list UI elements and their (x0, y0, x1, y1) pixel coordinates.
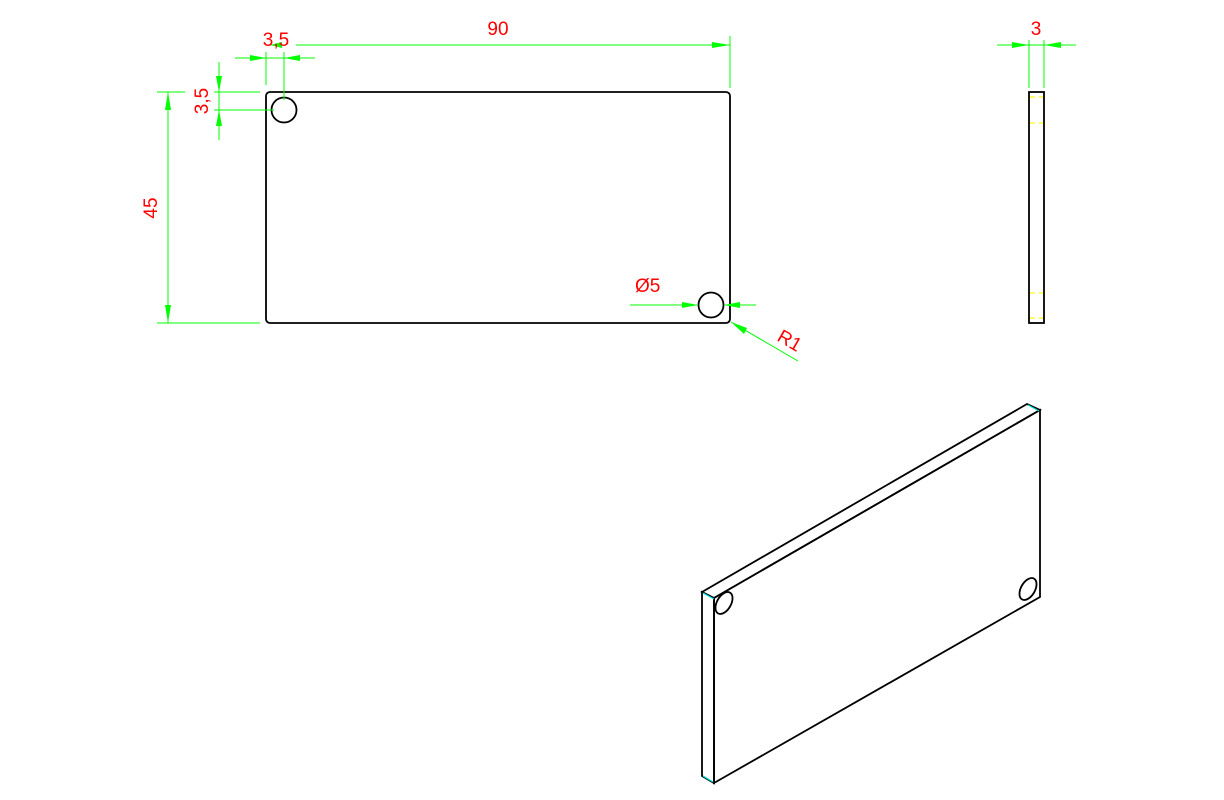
hole-top-left (270, 96, 298, 124)
iso-front-face (713, 408, 1041, 785)
iso-hole-left (714, 591, 734, 615)
dimension-hole-diameter-label: Ø5 (635, 276, 660, 297)
isometric-view (700, 402, 1042, 785)
dimension-corner-radius-label: R1 (774, 326, 806, 356)
dimension-height: 45 (141, 91, 260, 324)
dimension-corner-radius: R1 (730, 321, 806, 362)
front-view (265, 91, 731, 324)
side-view: 3 (997, 19, 1076, 324)
dimension-hole-offset-y: 3,5 (192, 62, 274, 140)
iso-side-face (701, 590, 715, 785)
hole-bottom-right (697, 291, 725, 319)
dimension-hole-offset-x-label: 3,5 (263, 30, 289, 51)
dimension-width: 90 (296, 19, 731, 88)
plate-outline (265, 91, 731, 324)
iso-top-face (700, 402, 1042, 600)
dimension-height-label: 45 (141, 197, 162, 218)
dimension-hole-diameter: Ø5 (630, 276, 756, 308)
dimension-thickness-label: 3 (1031, 19, 1042, 40)
dimension-hole-offset-x: 3,5 (235, 30, 315, 100)
iso-hole-right (1018, 577, 1038, 601)
dimension-hole-offset-y-label: 3,5 (192, 88, 213, 114)
dimension-width-label: 90 (487, 19, 508, 40)
side-outline (1028, 91, 1045, 324)
